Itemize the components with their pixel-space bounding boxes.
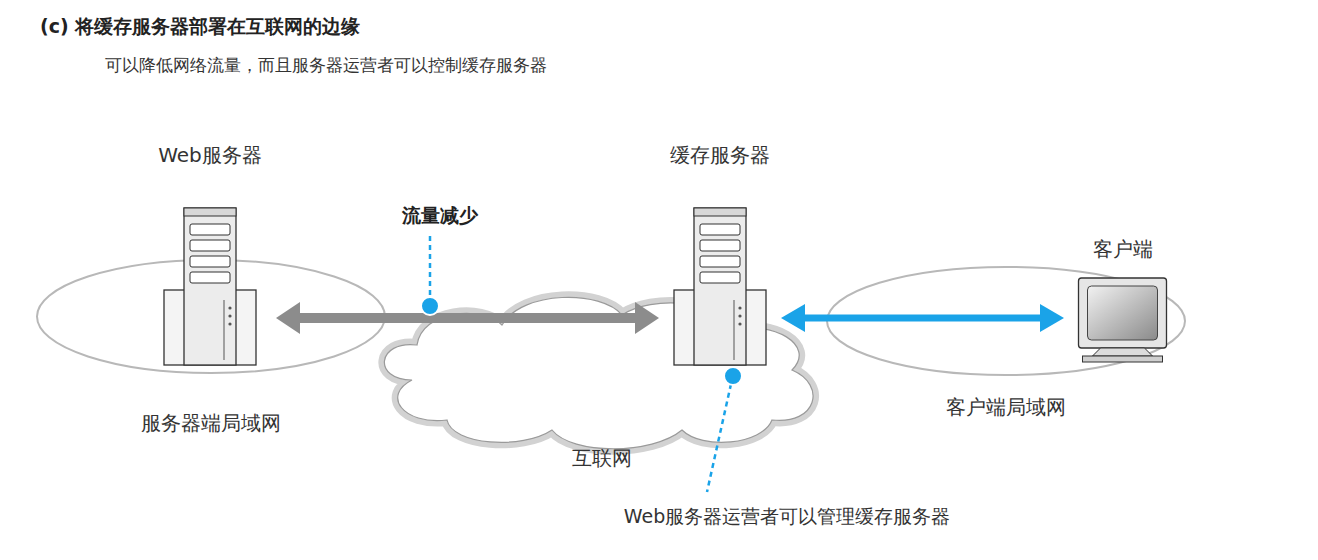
arrowhead [276, 302, 300, 334]
leader-dot [724, 367, 742, 385]
client-node: 客户端 [1070, 236, 1175, 366]
server-led [228, 322, 231, 325]
server-led [228, 314, 231, 317]
server-shape [665, 140, 775, 368]
drive-bay [700, 256, 740, 267]
node-label: 互联网 [368, 445, 836, 471]
lan-ellipse [827, 267, 1185, 375]
server-node: 缓存服务器 [665, 140, 775, 368]
arrowhead [781, 304, 805, 332]
node-label: 服务器端局域网 [31, 410, 391, 436]
drive-bay [190, 256, 230, 267]
drive-bay [700, 240, 740, 251]
leader-line [429, 236, 432, 300]
connector-line [803, 315, 1042, 322]
server-body [694, 208, 746, 365]
server-led [738, 322, 741, 325]
server-panel-line [734, 300, 735, 360]
drive-bay [190, 240, 230, 251]
drive-bay [190, 272, 230, 283]
node-label: 缓存服务器 [661, 142, 779, 168]
connector-line [298, 313, 637, 323]
server-led [228, 306, 231, 309]
server-panel-line [224, 300, 225, 360]
edge-label: 流量减少 [400, 203, 480, 229]
lan-region: 客户端局域网客户端 [825, 265, 1187, 425]
node-label: Web服务器 [146, 142, 274, 168]
client-arrow [803, 318, 1042, 319]
drive-bay [190, 224, 230, 235]
monitor-case [1079, 278, 1167, 348]
server-body [184, 208, 236, 365]
diagram-title: (c) 将缓存服务器部署在互联网的边缘 [40, 14, 360, 40]
subtitle-note: 可以降低网络流量，而且服务器运营者可以控制缓存服务器 [105, 54, 547, 77]
monitor-stand [1093, 348, 1153, 356]
callout-note: Web服务器运营者可以管理缓存服务器 [624, 504, 950, 530]
server-top [184, 208, 236, 216]
internet-cloud: 互联网缓存服务器 [372, 285, 832, 470]
lan-region: 服务器端局域网Web服务器 [35, 258, 387, 443]
server-led [738, 314, 741, 317]
monitor-screen [1088, 286, 1158, 340]
drive-bay [700, 272, 740, 283]
traffic-arrow [298, 318, 637, 319]
monitor-base [1083, 356, 1163, 362]
node-label: 客户端局域网 [821, 394, 1191, 420]
server-top [694, 208, 746, 216]
node-label: 客户端 [1066, 236, 1179, 262]
server-node: Web服务器 [150, 140, 270, 368]
server-shape [150, 140, 270, 368]
server-led [738, 306, 741, 309]
drive-bay [700, 224, 740, 235]
leader-dot [421, 297, 439, 315]
arrowhead [1040, 304, 1064, 332]
